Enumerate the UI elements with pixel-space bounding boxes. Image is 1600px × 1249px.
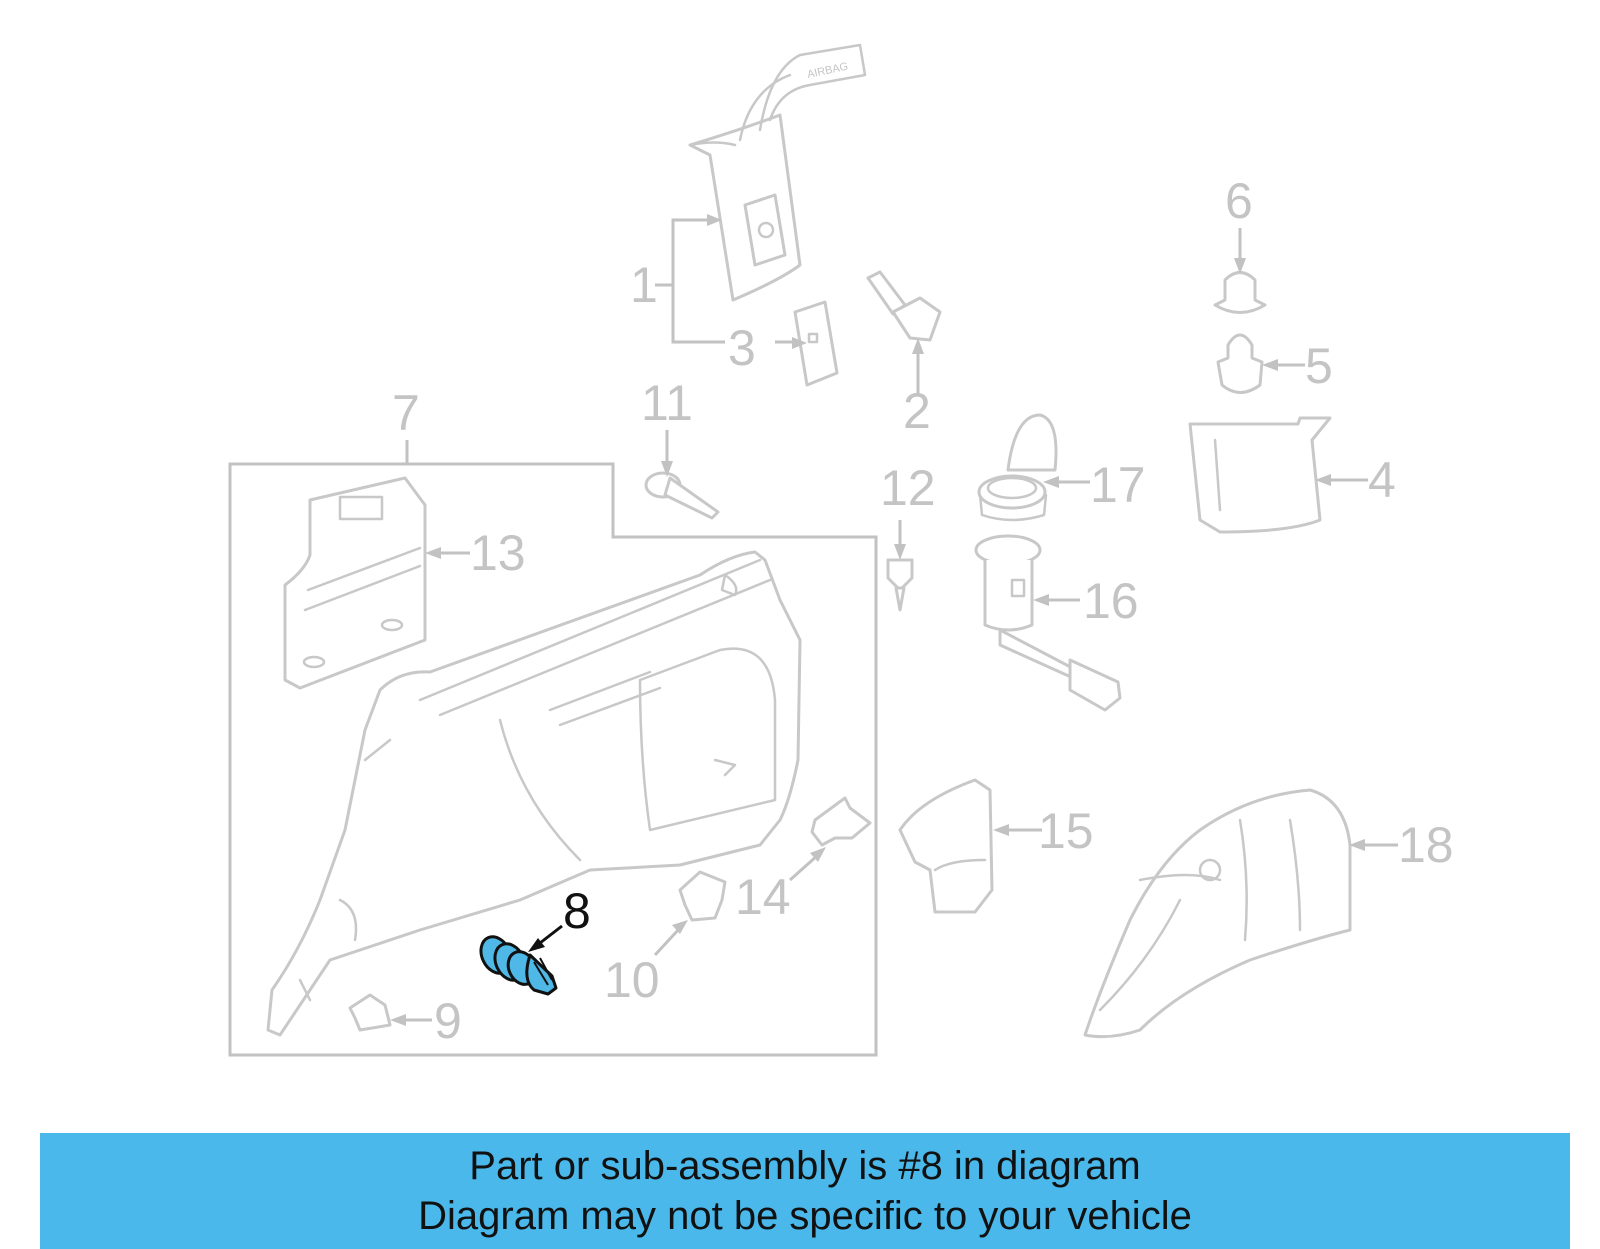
banner-line-2: Diagram may not be specific to your vehi… — [418, 1194, 1192, 1238]
part-3-plate — [793, 300, 839, 387]
part-12-pin — [886, 558, 914, 612]
callout-12: 12 — [880, 460, 936, 516]
part-4-panel — [1188, 416, 1332, 534]
callout-3: 3 — [728, 320, 756, 376]
part-14-clip — [810, 796, 872, 847]
leader-14 — [789, 853, 819, 882]
part-8-grommet-highlighted — [479, 935, 558, 996]
part-9-bracket — [348, 993, 392, 1032]
callout-6: 6 — [1225, 173, 1253, 229]
callout-16: 16 — [1083, 573, 1139, 629]
part-13-panel — [283, 476, 427, 690]
callout-9: 9 — [434, 993, 462, 1049]
part-18-liner — [1083, 788, 1352, 1039]
leader-1-3-bracket — [671, 218, 725, 344]
part-17-lid — [977, 413, 1058, 522]
callout-10: 10 — [604, 952, 660, 1008]
part-11-screw — [644, 471, 720, 520]
callout-7: 7 — [392, 385, 420, 441]
callout-13: 13 — [470, 525, 526, 581]
part-2-bolt — [866, 270, 942, 342]
callout-11: 11 — [641, 375, 693, 431]
callout-5: 5 — [1305, 338, 1333, 394]
part-15-trim — [898, 778, 994, 914]
callout-1: 1 — [630, 257, 658, 313]
callout-14: 14 — [735, 869, 791, 925]
banner-line-1: Part or sub-assembly is #8 in diagram — [469, 1144, 1141, 1188]
part-5-clip — [1216, 333, 1264, 394]
part-1-pillar-trim — [688, 43, 867, 302]
callout-4: 4 — [1368, 452, 1396, 508]
part-16-socket — [974, 534, 1122, 712]
part-7-quarter-trim — [266, 550, 802, 1037]
info-banner: Part or sub-assembly is #8 in diagram Di… — [40, 1133, 1570, 1249]
leader-10 — [653, 926, 682, 957]
callout-8: 8 — [563, 883, 591, 939]
callout-2: 2 — [903, 383, 931, 439]
part-6-clip — [1213, 271, 1267, 314]
part-10-clip — [678, 870, 727, 922]
callout-15: 15 — [1038, 803, 1094, 859]
callout-17: 17 — [1090, 457, 1146, 513]
leader-8 — [539, 924, 563, 945]
callout-18: 18 — [1398, 817, 1454, 873]
assembly-7-frame — [228, 462, 878, 1057]
